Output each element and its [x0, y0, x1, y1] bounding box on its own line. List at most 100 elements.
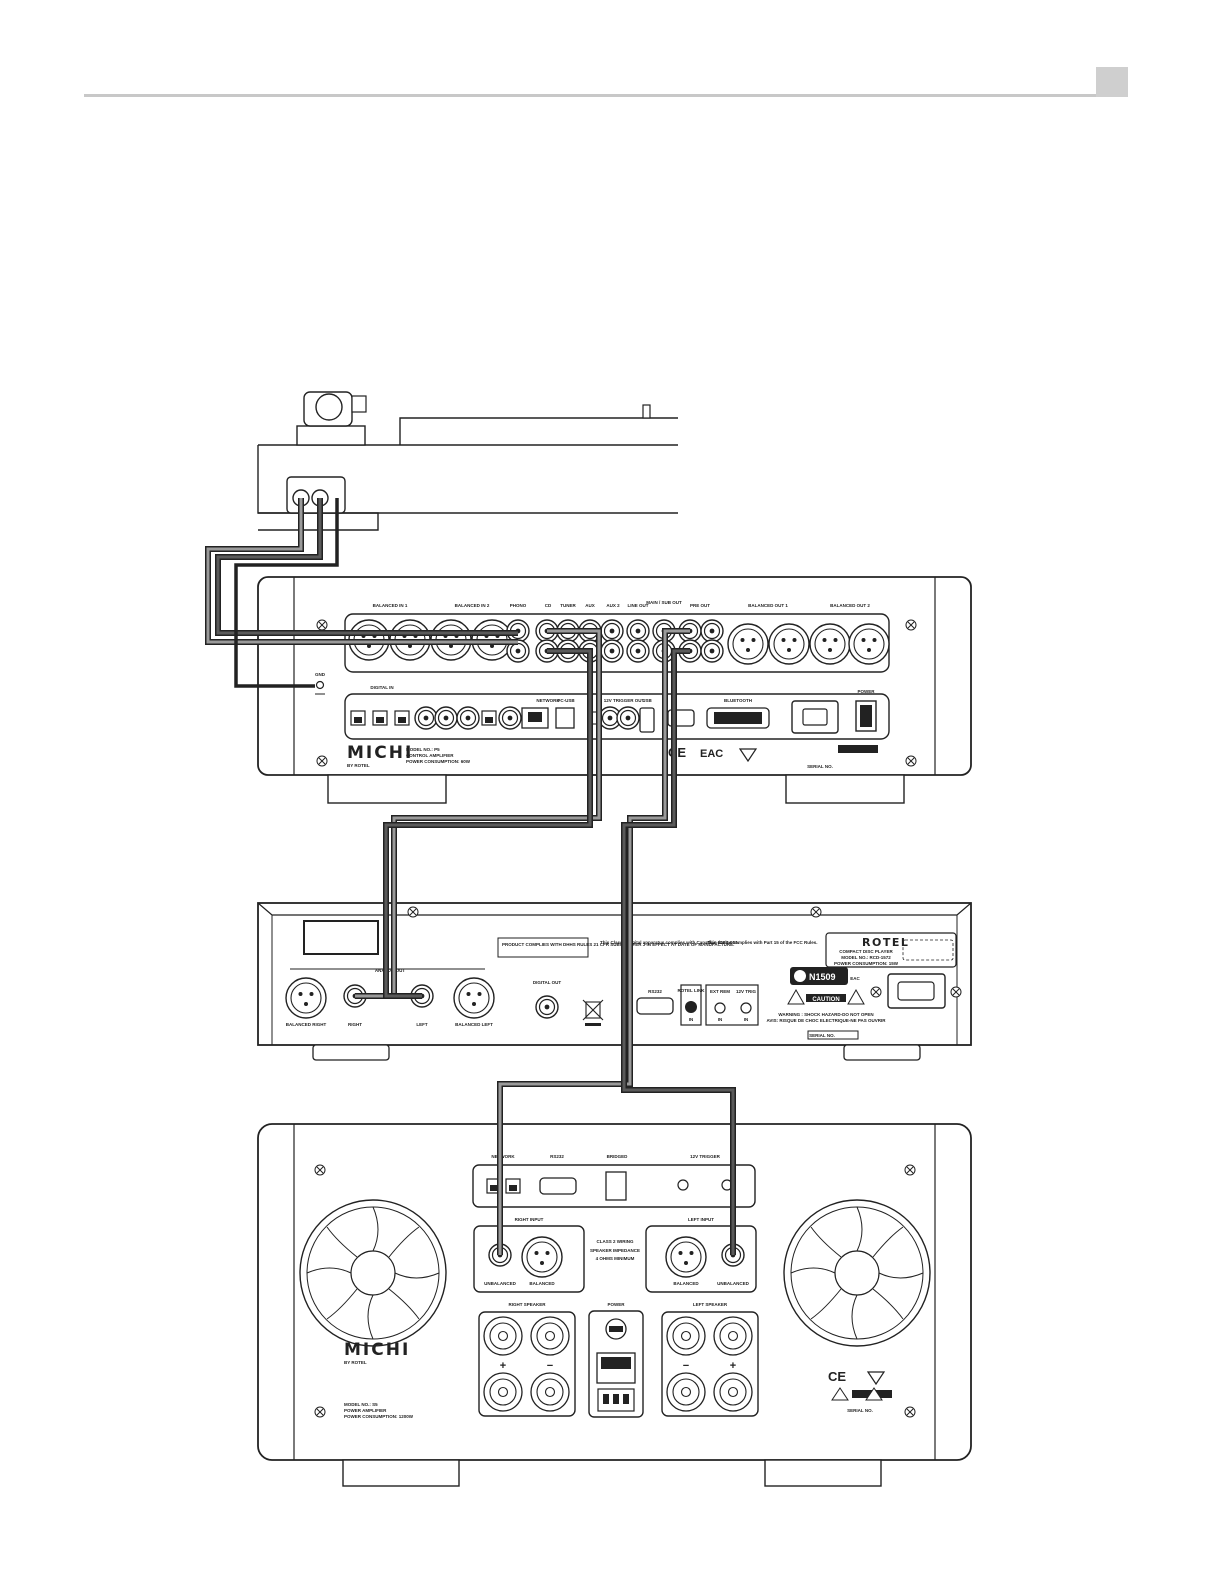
cd-brand-logo: ROTEL	[862, 936, 909, 949]
amp-label-speaker-impedance: SPEAKER IMPEDANCE	[590, 1248, 640, 1253]
cd-label-rotel-link: ROTEL LINK	[678, 988, 706, 993]
label-balanced-in-1: BALANCED IN 1	[373, 603, 408, 608]
label-network: NETWORK	[536, 698, 560, 703]
amp-label-ohms: 4 OHMS MINIMUM	[596, 1256, 635, 1261]
amp-label-network: NETWORK	[491, 1154, 515, 1159]
amp-serial-label: SERIAL NO.	[847, 1408, 873, 1413]
cd-label-ext-rem: EXT REM	[710, 989, 730, 994]
amp-label-left-input: LEFT INPUT	[688, 1217, 714, 1222]
label-cd: CD	[545, 603, 552, 608]
preamp-serial-label: SERIAL NO.	[807, 764, 833, 769]
label-balanced-in-2: BALANCED IN 2	[455, 603, 490, 608]
eac-mark: EAC	[700, 748, 723, 760]
usb-port	[639, 707, 655, 733]
amp-label-left-unbalanced: UNBALANCED	[717, 1281, 749, 1286]
pc-usb-port	[555, 707, 575, 729]
cd-label-trig-in: IN	[744, 1017, 749, 1022]
amp-label-right-unbalanced: UNBALANCED	[484, 1281, 516, 1286]
preamp-model-line-3: POWER CONSUMPTION: 60W	[406, 759, 471, 764]
ground-wire	[234, 498, 339, 688]
label-tuner: TUNER	[560, 603, 576, 608]
label-trigger-out: 12V TRIGGER OUT	[604, 698, 645, 703]
label-aux2: AUX 2	[606, 603, 620, 608]
label-gnd: GND	[315, 672, 326, 677]
amp-label-class: CLASS 2 WIRING	[596, 1239, 634, 1244]
label-pre-out: PRE OUT	[690, 603, 710, 608]
cd-label-balanced-left: BALANCED LEFT	[455, 1022, 493, 1027]
cd-eac-mark: EAC	[850, 976, 860, 981]
label-bluetooth: BLUETOOTH	[724, 698, 752, 703]
amp-left-minus: −	[683, 1360, 689, 1372]
amp-label-left-speaker: LEFT SPEAKER	[693, 1302, 728, 1307]
cd-label-analog-out: ANALOG OUT	[375, 968, 405, 973]
phono-cable-right	[215, 498, 518, 636]
label-main-sub-out: MAIN / SUB OUT	[646, 600, 682, 605]
header-rule	[84, 94, 1128, 97]
label-balanced-out-1: BALANCED OUT 1	[748, 603, 788, 608]
cd-label-left: LEFT	[416, 1022, 427, 1027]
ce-mark: CE	[668, 745, 686, 760]
cd-avis-text: AVIS: RISQUE DE CHOC ELECTRIQUE-NE PAS O…	[766, 1018, 886, 1023]
warning-triangle-icon	[738, 748, 758, 763]
cd-cert-code: N1509	[809, 972, 836, 982]
page-number-tab	[1096, 67, 1128, 97]
label-phono: PHONO	[510, 603, 527, 608]
cd-product-line-3: POWER CONSUMPTION: 15W	[834, 961, 899, 966]
amp-label-right-input: RIGHT INPUT	[515, 1217, 544, 1222]
amp-label-power: POWER	[607, 1302, 625, 1307]
preamplifier-panel: BALANCED IN 1 BALANCED IN 2 PHONO CD TUN…	[257, 576, 972, 804]
amp-model-line-1: MODEL NO.: S5	[344, 1402, 378, 1407]
preamp-brand-sub: BY ROTEL	[347, 763, 370, 768]
cd-compliance-2: This Class B digital apparatus complies …	[600, 940, 739, 945]
cd-label-digital-out: DIGITAL OUT	[533, 980, 562, 985]
cd-product-line-2: MODEL NO.: RCD-1572	[841, 955, 891, 960]
preamp-brand-logo: MICHI	[347, 743, 413, 763]
cd-cert-badge	[790, 967, 848, 985]
amp-right-minus: −	[547, 1360, 553, 1372]
preamp-model-line-2: CONTROL AMPLIFIER	[406, 753, 454, 758]
cd-to-preamp-cable-left	[383, 648, 593, 999]
amp-ce-mark: CE	[828, 1369, 846, 1384]
amp-label-left-balanced: BALANCED	[673, 1281, 699, 1286]
label-line-out: LINE OUT	[628, 603, 649, 608]
preout-to-amp-cable-right	[497, 628, 690, 1255]
power-amplifier-panel: NETWORK RS232 BRIDGED 12V TRIGGER RIGHT …	[257, 1123, 972, 1487]
cd-label-trigger: 12V TRIG	[736, 989, 757, 994]
cd-label-ext-in: IN	[718, 1017, 723, 1022]
cd-compliance-3: This device complies with Part 15 of the…	[707, 940, 818, 945]
phono-cable-left	[205, 498, 518, 645]
amp-right-plus: +	[500, 1360, 506, 1372]
amp-label-right-balanced: BALANCED	[529, 1281, 555, 1286]
amp-model-line-2: POWER AMPLIFIER	[344, 1408, 387, 1413]
cd-player-panel: ANALOG OUT BALANCED RIGHT RIGHT LEFT BAL…	[257, 902, 972, 1061]
label-power: POWER	[857, 689, 875, 694]
cd-product-line-1: COMPACT DISC PLAYER	[839, 949, 893, 954]
amp-left-plus: +	[730, 1360, 736, 1372]
label-pc-usb: PC-USB	[557, 698, 575, 703]
amp-model-line-3: POWER CONSUMPTION: 1200W	[344, 1414, 414, 1419]
weee-bin-icon	[582, 999, 604, 1026]
cd-serial-label: SERIAL NO.	[809, 1033, 835, 1038]
amp-label-right-speaker: RIGHT SPEAKER	[508, 1302, 546, 1307]
amp-label-rs232: RS232	[550, 1154, 564, 1159]
label-balanced-out-2: BALANCED OUT 2	[830, 603, 870, 608]
amp-brand-logo: MICHI	[344, 1340, 410, 1360]
fan-blades	[306, 1206, 924, 1340]
preout-to-amp-cable-left	[621, 648, 736, 1255]
cd-label-right: RIGHT	[348, 1022, 362, 1027]
label-usb: USB	[642, 698, 652, 703]
amp-label-bridged: BRIDGED	[607, 1154, 629, 1159]
amp-label-trigger: 12V TRIGGER	[690, 1154, 721, 1159]
cd-compliance-1: PRODUCT COMPLIES WITH DHHS RULES 21 CFR …	[502, 942, 734, 947]
label-digital-in: DIGITAL IN	[370, 685, 393, 690]
preamp-model-line-1: MODEL NO.: P5	[406, 747, 440, 752]
amp-brand-sub: BY ROTEL	[344, 1360, 367, 1365]
cd-label-link-in: IN	[689, 1017, 694, 1022]
cd-label-rs232: RS232	[648, 989, 662, 994]
cd-label-balanced-right: BALANCED RIGHT	[286, 1022, 327, 1027]
turntable	[257, 391, 678, 531]
label-aux: AUX	[585, 603, 595, 608]
cd-caution-label: CAUTION	[812, 997, 839, 1003]
cd-warning-text: WARNING : SHOCK HAZARD-DO NOT OPEN	[778, 1012, 873, 1017]
